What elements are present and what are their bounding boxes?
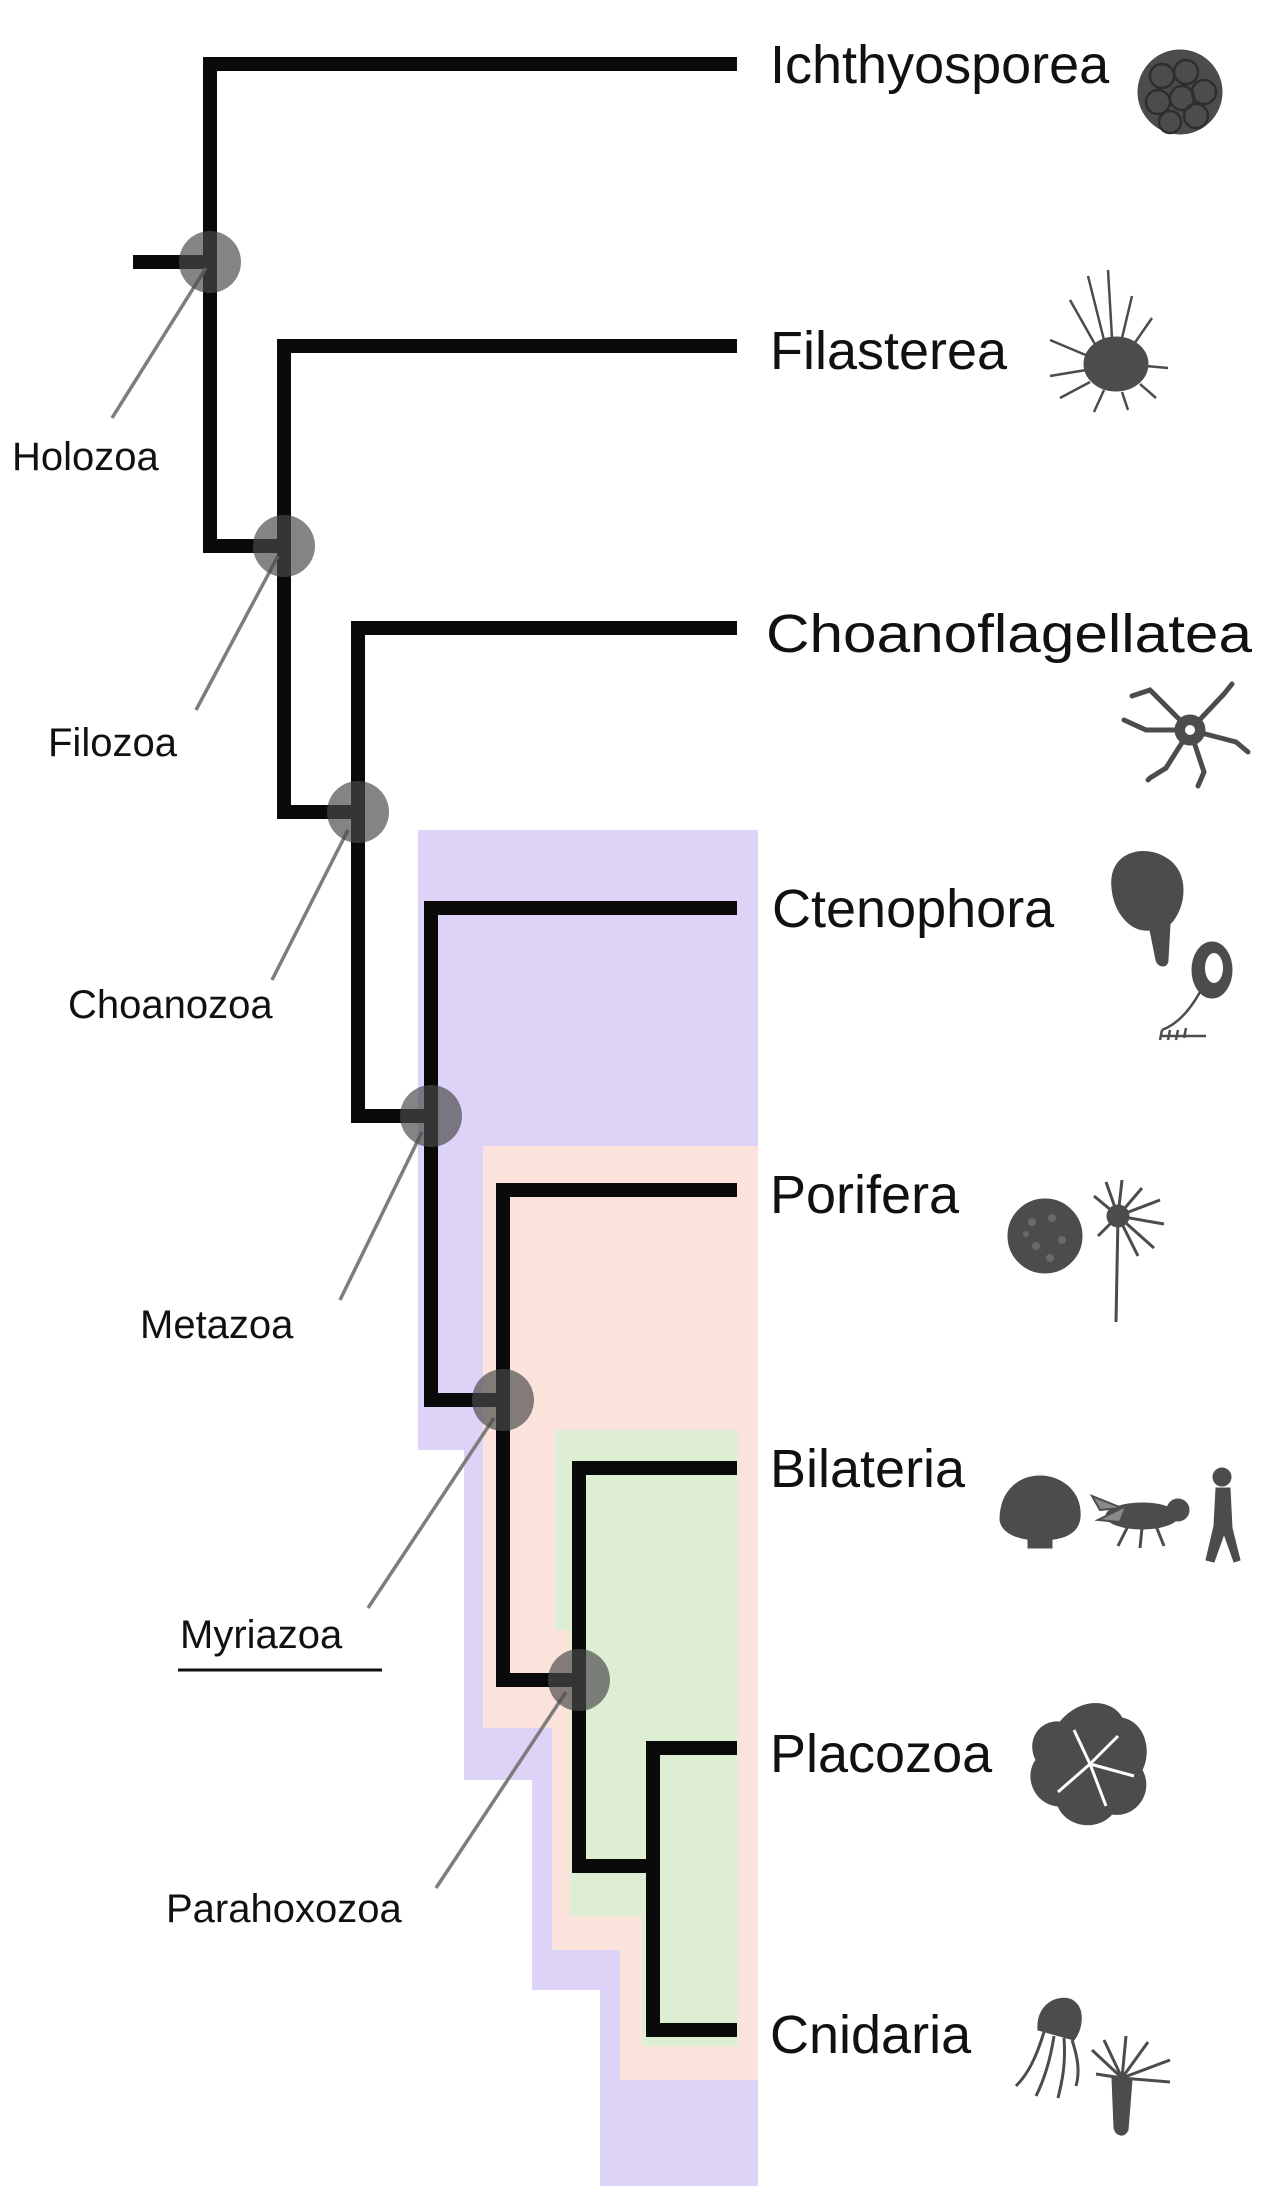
taxon-label-filasterea: Filasterea — [770, 321, 1008, 381]
tree-nodes — [179, 231, 610, 1711]
parahoxozoa-highlight — [555, 1430, 738, 2046]
sponge-icon — [1007, 1179, 1165, 1323]
branch-myriazoa — [496, 1183, 737, 1687]
clade-label-parahoxozoa: Parahoxozoa — [166, 1887, 402, 1931]
taxon-labels: Ichthyosporea Filasterea Choanoflagellat… — [766, 35, 1253, 2065]
jellyfish-hydra-icon — [1014, 1997, 1171, 2136]
clade-label-filozoa: Filozoa — [48, 721, 178, 765]
branch-placozoa-cnidaria — [646, 1741, 737, 2037]
clade-label-myriazoa: Myriazoa — [180, 1613, 343, 1657]
node-myriazoa — [472, 1369, 534, 1431]
pointer-myriazoa — [366, 1417, 496, 1609]
clade-label-holozoa: Holozoa — [12, 435, 160, 479]
pointer-parahoxozoa — [434, 1691, 568, 1889]
node-parahoxozoa — [548, 1649, 610, 1711]
comb-jelly-icon — [1111, 851, 1233, 1041]
branch-filozoa — [277, 339, 737, 819]
pointer-filozoa — [194, 555, 280, 711]
filasterea-spiny-cell-icon — [1049, 269, 1169, 413]
branch-metazoa — [424, 901, 737, 1407]
taxon-label-choanoflagellatea: Choanoflagellatea — [766, 604, 1253, 664]
scallop-fly-human-icon — [999, 1467, 1241, 1563]
clade-label-metazoa: Metazoa — [140, 1303, 294, 1347]
choanoflagellate-colony-icon — [1121, 681, 1251, 789]
branch-choanozoa — [351, 621, 737, 1123]
pointer-holozoa — [110, 267, 208, 419]
taxon-label-bilateria: Bilateria — [770, 1439, 966, 1499]
clade-highlight-boxes — [418, 830, 758, 2186]
pointer-choanozoa — [270, 829, 350, 981]
ichthyosporea-cell-cluster-icon — [1137, 49, 1223, 135]
node-filozoa — [253, 515, 315, 577]
pointer-metazoa — [338, 1131, 424, 1301]
taxon-label-cnidaria: Cnidaria — [770, 2005, 972, 2065]
taxon-label-placozoa: Placozoa — [770, 1724, 993, 1784]
taxon-label-porifera: Porifera — [770, 1165, 960, 1225]
node-choanozoa — [327, 781, 389, 843]
node-holozoa — [179, 231, 241, 293]
placozoan-icon — [1030, 1703, 1147, 1826]
taxon-label-ichthyosporea: Ichthyosporea — [770, 35, 1110, 95]
branch-holozoa — [203, 57, 737, 553]
clade-label-choanozoa: Choanozoa — [68, 983, 273, 1027]
taxon-label-ctenophora: Ctenophora — [772, 879, 1055, 939]
clade-pointer-lines — [110, 267, 568, 1889]
clade-labels: Holozoa Filozoa Choanozoa Metazoa Myriaz… — [12, 435, 402, 1931]
node-metazoa — [400, 1085, 462, 1147]
